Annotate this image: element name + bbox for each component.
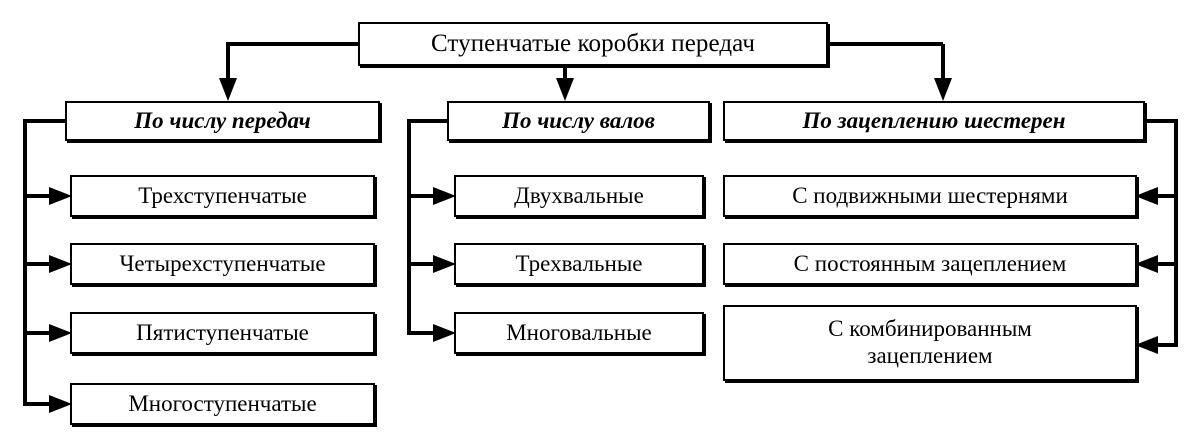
edge-root-to-branch1	[226, 42, 360, 88]
branch-header-3-label: По зацеплению шестерен	[802, 108, 1066, 134]
branch-2-item-3[interactable]: Многовальные	[454, 312, 704, 354]
arrowhead-b2-item2	[433, 255, 456, 273]
branch-1-item-1-label: Трехступенчатые	[138, 183, 307, 209]
branch-3-item-3-label: С комбинированным зацеплением	[828, 316, 1032, 368]
root-label: Ступенчатые коробки передач	[430, 30, 756, 57]
edge-branch2-rail	[407, 119, 449, 335]
branch-header-3[interactable]: По зацеплению шестерен	[723, 101, 1145, 141]
branch-1-item-3[interactable]: Пятиступенчатые	[70, 312, 375, 354]
branch-2-item-3-label: Многовальные	[506, 320, 652, 346]
branch-2-item-1[interactable]: Двухвальные	[454, 175, 704, 217]
arrowhead-b1-item2	[49, 255, 72, 273]
branch-1-item-4-label: Многоступенчатые	[128, 391, 317, 417]
arrowhead-b2-item3	[433, 324, 456, 342]
arrowhead-b3-item2	[1135, 255, 1158, 273]
arrowhead-b2-item1	[433, 187, 456, 205]
arrowhead-b1-item4	[49, 395, 72, 413]
arrowhead-b1-item3	[49, 324, 72, 342]
arrowhead-branch2	[556, 78, 574, 101]
branch-2-item-2[interactable]: Трехвальные	[454, 243, 704, 285]
branch-header-1-label: По числу передач	[134, 108, 311, 134]
branch-1-item-1[interactable]: Трехступенчатые	[70, 175, 375, 217]
branch-1-item-3-label: Пятиступенчатые	[136, 320, 309, 346]
arrowhead-b1-item1	[49, 187, 72, 205]
arrowhead-branch3	[934, 78, 952, 101]
branch-2-item-1-label: Двухвальные	[514, 183, 644, 209]
arrowhead-b3-item1	[1135, 187, 1158, 205]
branch-header-1[interactable]: По числу передач	[65, 101, 380, 141]
branch-header-2[interactable]: По числу валов	[447, 101, 710, 141]
branch-2-item-2-label: Трехвальные	[515, 251, 643, 277]
branch-3-item-3[interactable]: С комбинированным зацеплением	[723, 305, 1137, 381]
branch-1-item-2[interactable]: Четырехступенчатые	[70, 243, 375, 285]
branch-1-item-4[interactable]: Многоступенчатые	[70, 383, 375, 425]
edge-branch3-rail	[1143, 119, 1178, 347]
branch-header-2-label: По числу валов	[502, 108, 655, 134]
branch-3-item-2-label: С постоянным зацеплением	[793, 251, 1067, 277]
edge-branch1-rail	[23, 119, 67, 406]
branch-1-item-2-label: Четырехступенчатые	[119, 251, 326, 277]
branch-3-item-1[interactable]: С подвижными шестернями	[723, 175, 1137, 217]
root-box[interactable]: Ступенчатые коробки передач	[358, 22, 828, 66]
arrowhead-b3-item3	[1135, 336, 1158, 354]
branch-3-item-2[interactable]: С постоянным зацеплением	[723, 243, 1137, 285]
branch-3-item-1-label: С подвижными шестернями	[792, 183, 1068, 209]
arrowhead-branch1	[219, 78, 237, 101]
